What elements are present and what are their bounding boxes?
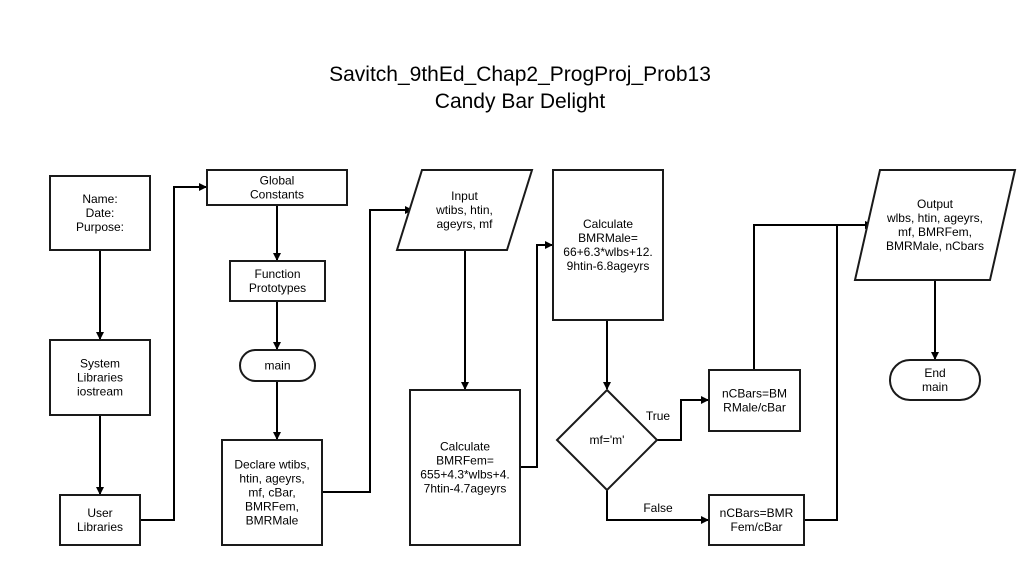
chart-title-line-2: Candy Bar Delight xyxy=(435,90,606,113)
node-globals-label: Constants xyxy=(250,188,304,202)
node-malebars-label: RMale/cBar xyxy=(723,401,786,415)
node-calcmale-label: Calculate xyxy=(583,217,633,231)
node-calcfem-label: 7htin-4.7ageyrs xyxy=(424,482,507,496)
node-userlib-shape xyxy=(59,494,141,546)
node-declare-label: BMRMale xyxy=(246,514,299,528)
node-input-shape xyxy=(395,169,534,251)
edge-label-true: True xyxy=(646,409,671,423)
node-calcfem-shape xyxy=(409,389,521,546)
node-userlib-label: Libraries xyxy=(77,520,123,534)
node-output-label: mf, BMRFem, xyxy=(898,225,972,239)
chart-title-line-1: Savitch_9thEd_Chap2_ProgProj_Prob13 xyxy=(329,63,711,86)
node-calcmale-label: 66+6.3*wlbs+12. xyxy=(563,245,652,259)
edge-userlib-to-globals xyxy=(140,183,207,521)
nodes: Name:Date:Purpose:SystemLibrariesiostrea… xyxy=(49,169,1017,546)
node-globals-label: Global xyxy=(260,174,295,188)
node-header: Name:Date:Purpose: xyxy=(49,175,151,251)
node-decision: mf='m' xyxy=(555,388,659,492)
node-calcmale-label: BMRMale= xyxy=(578,231,638,245)
edge-malebars-to-output xyxy=(753,221,873,370)
node-fembars-label: Fem/cBar xyxy=(730,520,782,534)
edge-label-false: False xyxy=(643,501,673,515)
node-input-label: wtibs, htin, xyxy=(435,203,493,217)
node-fembars-shape xyxy=(708,494,805,546)
node-calcfem-label: Calculate xyxy=(440,440,490,454)
node-main-label: main xyxy=(264,359,290,373)
node-header-label: Purpose: xyxy=(76,220,124,234)
node-malebars-shape xyxy=(708,369,801,432)
node-output-label: Output xyxy=(917,197,954,211)
edge-declare-to-input xyxy=(322,206,413,493)
node-declare-label: mf, cBar, xyxy=(248,486,295,500)
node-input-label: ageyrs, mf xyxy=(436,217,493,231)
node-declare-label: BMRFem, xyxy=(245,500,299,514)
node-globals-shape xyxy=(206,169,348,206)
node-calcmale: CalculateBMRMale=66+6.3*wlbs+12.9htin-6.… xyxy=(552,169,664,321)
node-decision-label: mf='m' xyxy=(590,433,625,447)
edge-decision-to-fembars xyxy=(606,490,709,524)
node-declare: Declare wtibs,htin, ageyrs,mf, cBar,BMRF… xyxy=(221,439,323,546)
node-header-label: Date: xyxy=(86,206,115,220)
node-output-label: BMRMale, nCbars xyxy=(886,239,984,253)
chart-title: Savitch_9thEd_Chap2_ProgProj_Prob13Candy… xyxy=(329,63,711,113)
node-fembars: nCBars=BMRFem/cBar xyxy=(708,494,805,546)
node-declare-label: htin, ageyrs, xyxy=(239,472,304,486)
node-fembars-label: nCBars=BMR xyxy=(720,506,794,520)
node-input-label: Input xyxy=(451,189,478,203)
node-main-shape xyxy=(239,349,316,382)
node-protos-label: Prototypes xyxy=(249,281,306,295)
node-decision-shape xyxy=(555,388,659,492)
node-declare-shape xyxy=(221,439,323,546)
node-end-shape xyxy=(889,359,981,401)
node-malebars: nCBars=BMRMale/cBar xyxy=(708,369,801,432)
edge-calcfem-to-calcmale xyxy=(520,241,553,468)
node-malebars-label: nCBars=BM xyxy=(722,387,787,401)
node-end-label: End xyxy=(924,366,945,380)
node-calcfem-label: 655+4.3*wlbs+4. xyxy=(420,468,509,482)
node-calcmale-shape xyxy=(552,169,664,321)
node-declare-label: Declare wtibs, xyxy=(234,458,309,472)
node-protos-shape xyxy=(229,260,326,302)
node-output-label: wlbs, htin, ageyrs, xyxy=(886,211,983,225)
node-syslib-label: System xyxy=(80,357,120,371)
node-header-label: Name: xyxy=(82,192,117,206)
node-calcmale-label: 9htin-6.8ageyrs xyxy=(567,259,650,273)
node-syslib-shape xyxy=(49,339,151,416)
node-output-shape xyxy=(853,169,1017,281)
node-main: main xyxy=(239,349,316,382)
node-calcfem-label: BMRFem= xyxy=(436,454,494,468)
node-calcfem: CalculateBMRFem=655+4.3*wlbs+4.7htin-4.7… xyxy=(409,389,521,546)
node-userlib-label: User xyxy=(87,506,112,520)
node-end-label: main xyxy=(922,380,948,394)
node-syslib-label: iostream xyxy=(77,385,123,399)
node-header-shape xyxy=(49,175,151,251)
edge-decision-to-malebars xyxy=(657,396,709,441)
edge-fembars-to-output xyxy=(804,221,873,521)
node-syslib-label: Libraries xyxy=(77,371,123,385)
node-protos-label: Function xyxy=(254,267,300,281)
